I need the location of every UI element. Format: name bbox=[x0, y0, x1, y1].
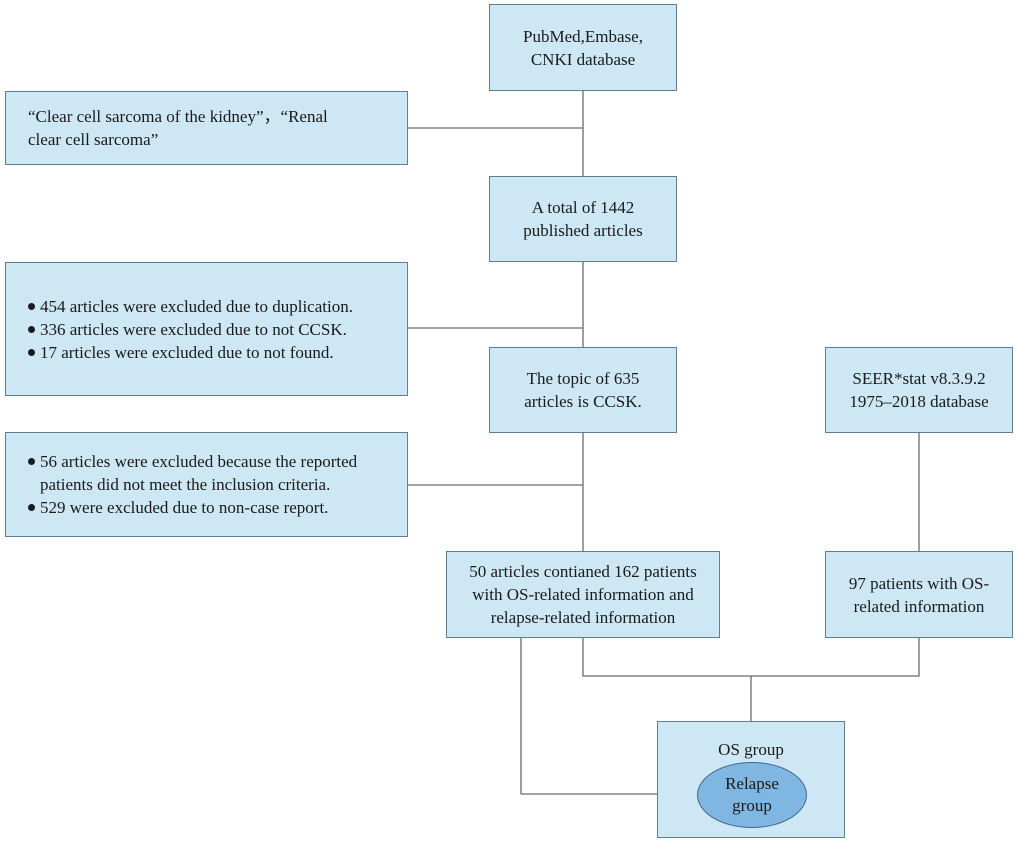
exclusion-item-not-ccsk: 336 articles were excluded due to not CC… bbox=[28, 318, 407, 341]
seer-patients-box: 97 patients with OS- related information bbox=[825, 551, 1013, 638]
topic-box: The topic of 635 articles is CCSK. bbox=[489, 347, 677, 433]
exclusion-list-2: 56 articles were excluded because the re… bbox=[28, 450, 407, 519]
seer-patients-line-2: related information bbox=[853, 596, 985, 616]
total-articles-line-2: published articles bbox=[523, 221, 643, 240]
relapse-line-2: group bbox=[732, 796, 772, 815]
topic-line-1: The topic of 635 bbox=[526, 369, 640, 388]
exclusion-list-1: 454 articles were excluded due to duplic… bbox=[28, 295, 407, 364]
seer-line-2: 1975–2018 database bbox=[849, 392, 989, 411]
databases-line-1: PubMed,Embase, bbox=[523, 26, 643, 46]
exclusion-box-duplicates: 454 articles were excluded due to duplic… bbox=[5, 262, 408, 396]
seer-line-1: SEER*stat v8.3.9.2 bbox=[852, 369, 986, 388]
connector-literature-to-relapse bbox=[520, 638, 697, 795]
search-terms-line-2: clear cell sarcoma” bbox=[28, 130, 159, 149]
exclusion-item-duplication: 454 articles were excluded due to duplic… bbox=[28, 295, 407, 318]
exclusion-box-inclusion-criteria: 56 articles were excluded because the re… bbox=[5, 432, 408, 537]
total-articles-box: A total of 1442 published articles bbox=[489, 176, 677, 262]
topic-line-2: articles is CCSK. bbox=[524, 392, 642, 411]
exclusion-item-non-case-report: 529 were excluded due to non-case report… bbox=[28, 496, 407, 519]
search-terms-box: “Clear cell sarcoma of the kidney”，“Rena… bbox=[5, 91, 408, 165]
databases-line-2: CNKI database bbox=[530, 49, 636, 69]
literature-patients-line-2: with OS-related information and bbox=[472, 585, 694, 604]
exclusion-item-not-found: 17 articles were excluded due to not fou… bbox=[28, 341, 407, 364]
seer-database-box: SEER*stat v8.3.9.2 1975–2018 database bbox=[825, 347, 1013, 433]
seer-patients-line-1: 97 patients with OS- bbox=[848, 573, 990, 593]
relapse-group-ellipse: Relapse group bbox=[697, 762, 807, 828]
relapse-line-1: Relapse bbox=[725, 774, 779, 793]
os-group-title: OS group bbox=[718, 740, 784, 759]
literature-patients-line-3: relapse-related information bbox=[490, 608, 676, 627]
search-terms-line-1: “Clear cell sarcoma of the kidney”，“Rena… bbox=[28, 107, 328, 126]
connector-merge bbox=[582, 638, 920, 677]
total-articles-line-1: A total of 1442 bbox=[531, 198, 635, 217]
literature-patients-line-1: 50 articles contianed 162 patients bbox=[469, 562, 697, 581]
exclusion-item-inclusion-criteria: 56 articles were excluded because the re… bbox=[28, 450, 407, 496]
databases-box: PubMed,Embase, CNKI database bbox=[489, 4, 677, 91]
literature-patients-box: 50 articles contianed 162 patients with … bbox=[446, 551, 720, 638]
